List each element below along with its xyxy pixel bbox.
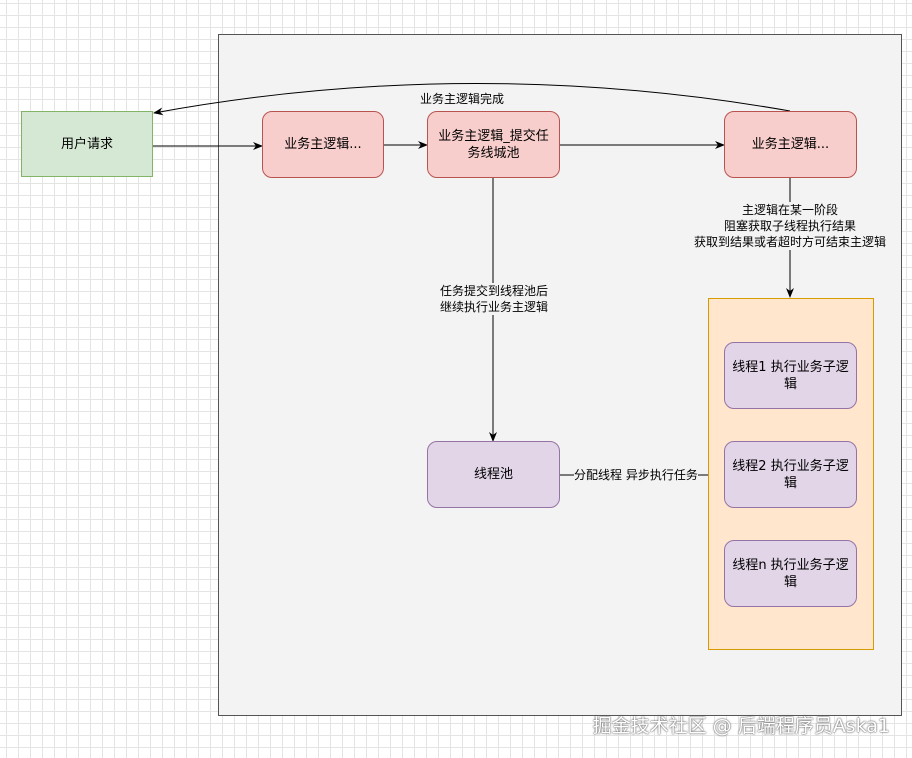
thread-2-node[interactable]: 线程2 执行业务子逻辑 <box>724 441 857 508</box>
thread-1-node[interactable]: 线程1 执行业务子逻辑 <box>724 342 857 409</box>
blocking-note: 主逻辑在某一阶段 阻塞获取子线程执行结果 获取到结果或者超时方可结束主逻辑 <box>690 202 890 250</box>
main-logic-3-label: 业务主逻辑... <box>751 137 830 152</box>
blocking-note-line-1: 主逻辑在某一阶段 <box>741 203 838 217</box>
thread-2-label: 线程2 执行业务子逻辑 <box>732 458 849 491</box>
main-logic-1-label: 业务主逻辑... <box>284 137 362 152</box>
watermark: 掘金技术社区 @ 后端程序员Aska1 <box>592 715 890 737</box>
blocking-note-line-2: 阻塞获取子线程执行结果 <box>723 219 856 233</box>
user-request-label: 用户请求 <box>60 136 113 152</box>
main-logic-node-1[interactable]: 业务主逻辑... <box>262 111 384 178</box>
thread-n-node[interactable]: 线程n 执行业务子逻辑 <box>724 540 857 607</box>
user-request-node[interactable]: 用户请求 <box>21 111 153 177</box>
blocking-note-line-3: 获取到结果或者超时方可结束主逻辑 <box>693 235 886 249</box>
assign-thread-label: 分配线程 异步执行任务 <box>574 467 698 483</box>
edge-return-to-user <box>153 83 791 116</box>
submit-note: 任务提交到线程池后 继续执行业务主逻辑 <box>438 283 550 315</box>
submit-note-line-1: 任务提交到线程池后 <box>439 284 548 298</box>
main-logic-node-3[interactable]: 业务主逻辑... <box>724 111 857 178</box>
main-logic-submit-node[interactable]: 业务主逻辑_提交任务线城池 <box>427 111 560 178</box>
thread-pool-node[interactable]: 线程池 <box>427 441 560 508</box>
main-logic-submit-label: 业务主逻辑_提交任务线城池 <box>438 128 549 161</box>
thread-pool-label: 线程池 <box>473 467 513 482</box>
submit-note-line-2: 继续执行业务主逻辑 <box>439 300 548 314</box>
thread-1-label: 线程1 执行业务子逻辑 <box>732 359 849 392</box>
return-edge-label: 业务主逻辑完成 <box>420 92 505 106</box>
thread-n-label: 线程n 执行业务子逻辑 <box>732 557 849 590</box>
